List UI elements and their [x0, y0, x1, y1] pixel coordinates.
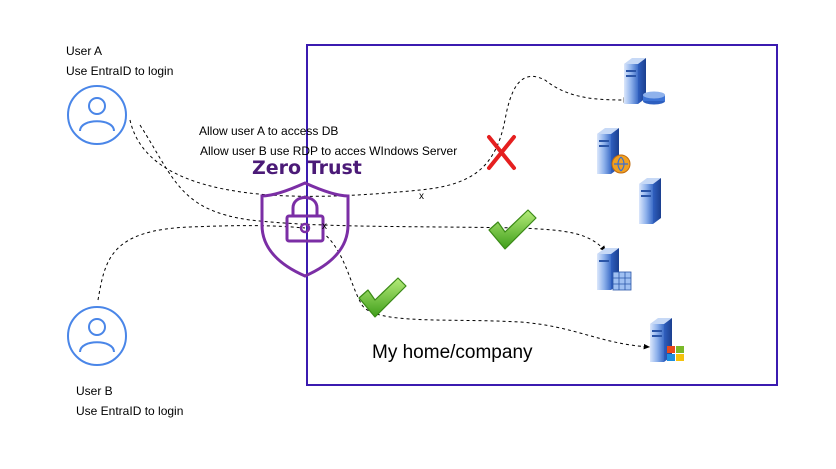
red-cross-icon: [487, 135, 516, 170]
database-server-icon[interactable]: [624, 58, 665, 105]
shield-lock-icon[interactable]: [260, 181, 350, 278]
user-a-login: Use EntraID to login: [66, 64, 174, 78]
network-label: My home/company: [372, 342, 533, 363]
green-check-icon: [358, 277, 407, 318]
cross-marker: x: [322, 221, 327, 232]
server-icon[interactable]: [639, 178, 661, 224]
web-server-icon[interactable]: [597, 128, 631, 174]
connector-usera-to-cluster: [139, 124, 607, 253]
user-b-name: User B: [76, 384, 113, 398]
network-boundary: [306, 44, 778, 386]
zero-trust-title: Zero Trust: [252, 157, 362, 179]
connector-shield-to-windows: [321, 231, 651, 350]
user-a-icon[interactable]: [67, 85, 127, 145]
user-b-icon[interactable]: [67, 306, 127, 366]
user-a-name: User A: [66, 44, 103, 58]
windows-server-icon[interactable]: [650, 318, 684, 362]
policy-rule-a: Allow user A to access DB: [199, 124, 339, 138]
connector-usera-to-db: [129, 75, 631, 197]
green-check-icon: [488, 209, 537, 250]
connector-userb-to-shield: [97, 225, 306, 301]
policy-rule-b: Allow user B use RDP to acces WIndows Se…: [200, 144, 458, 158]
user-b-login: Use EntraID to login: [76, 404, 184, 418]
cluster-server-icon[interactable]: [597, 248, 632, 291]
cross-marker: x: [419, 191, 424, 202]
